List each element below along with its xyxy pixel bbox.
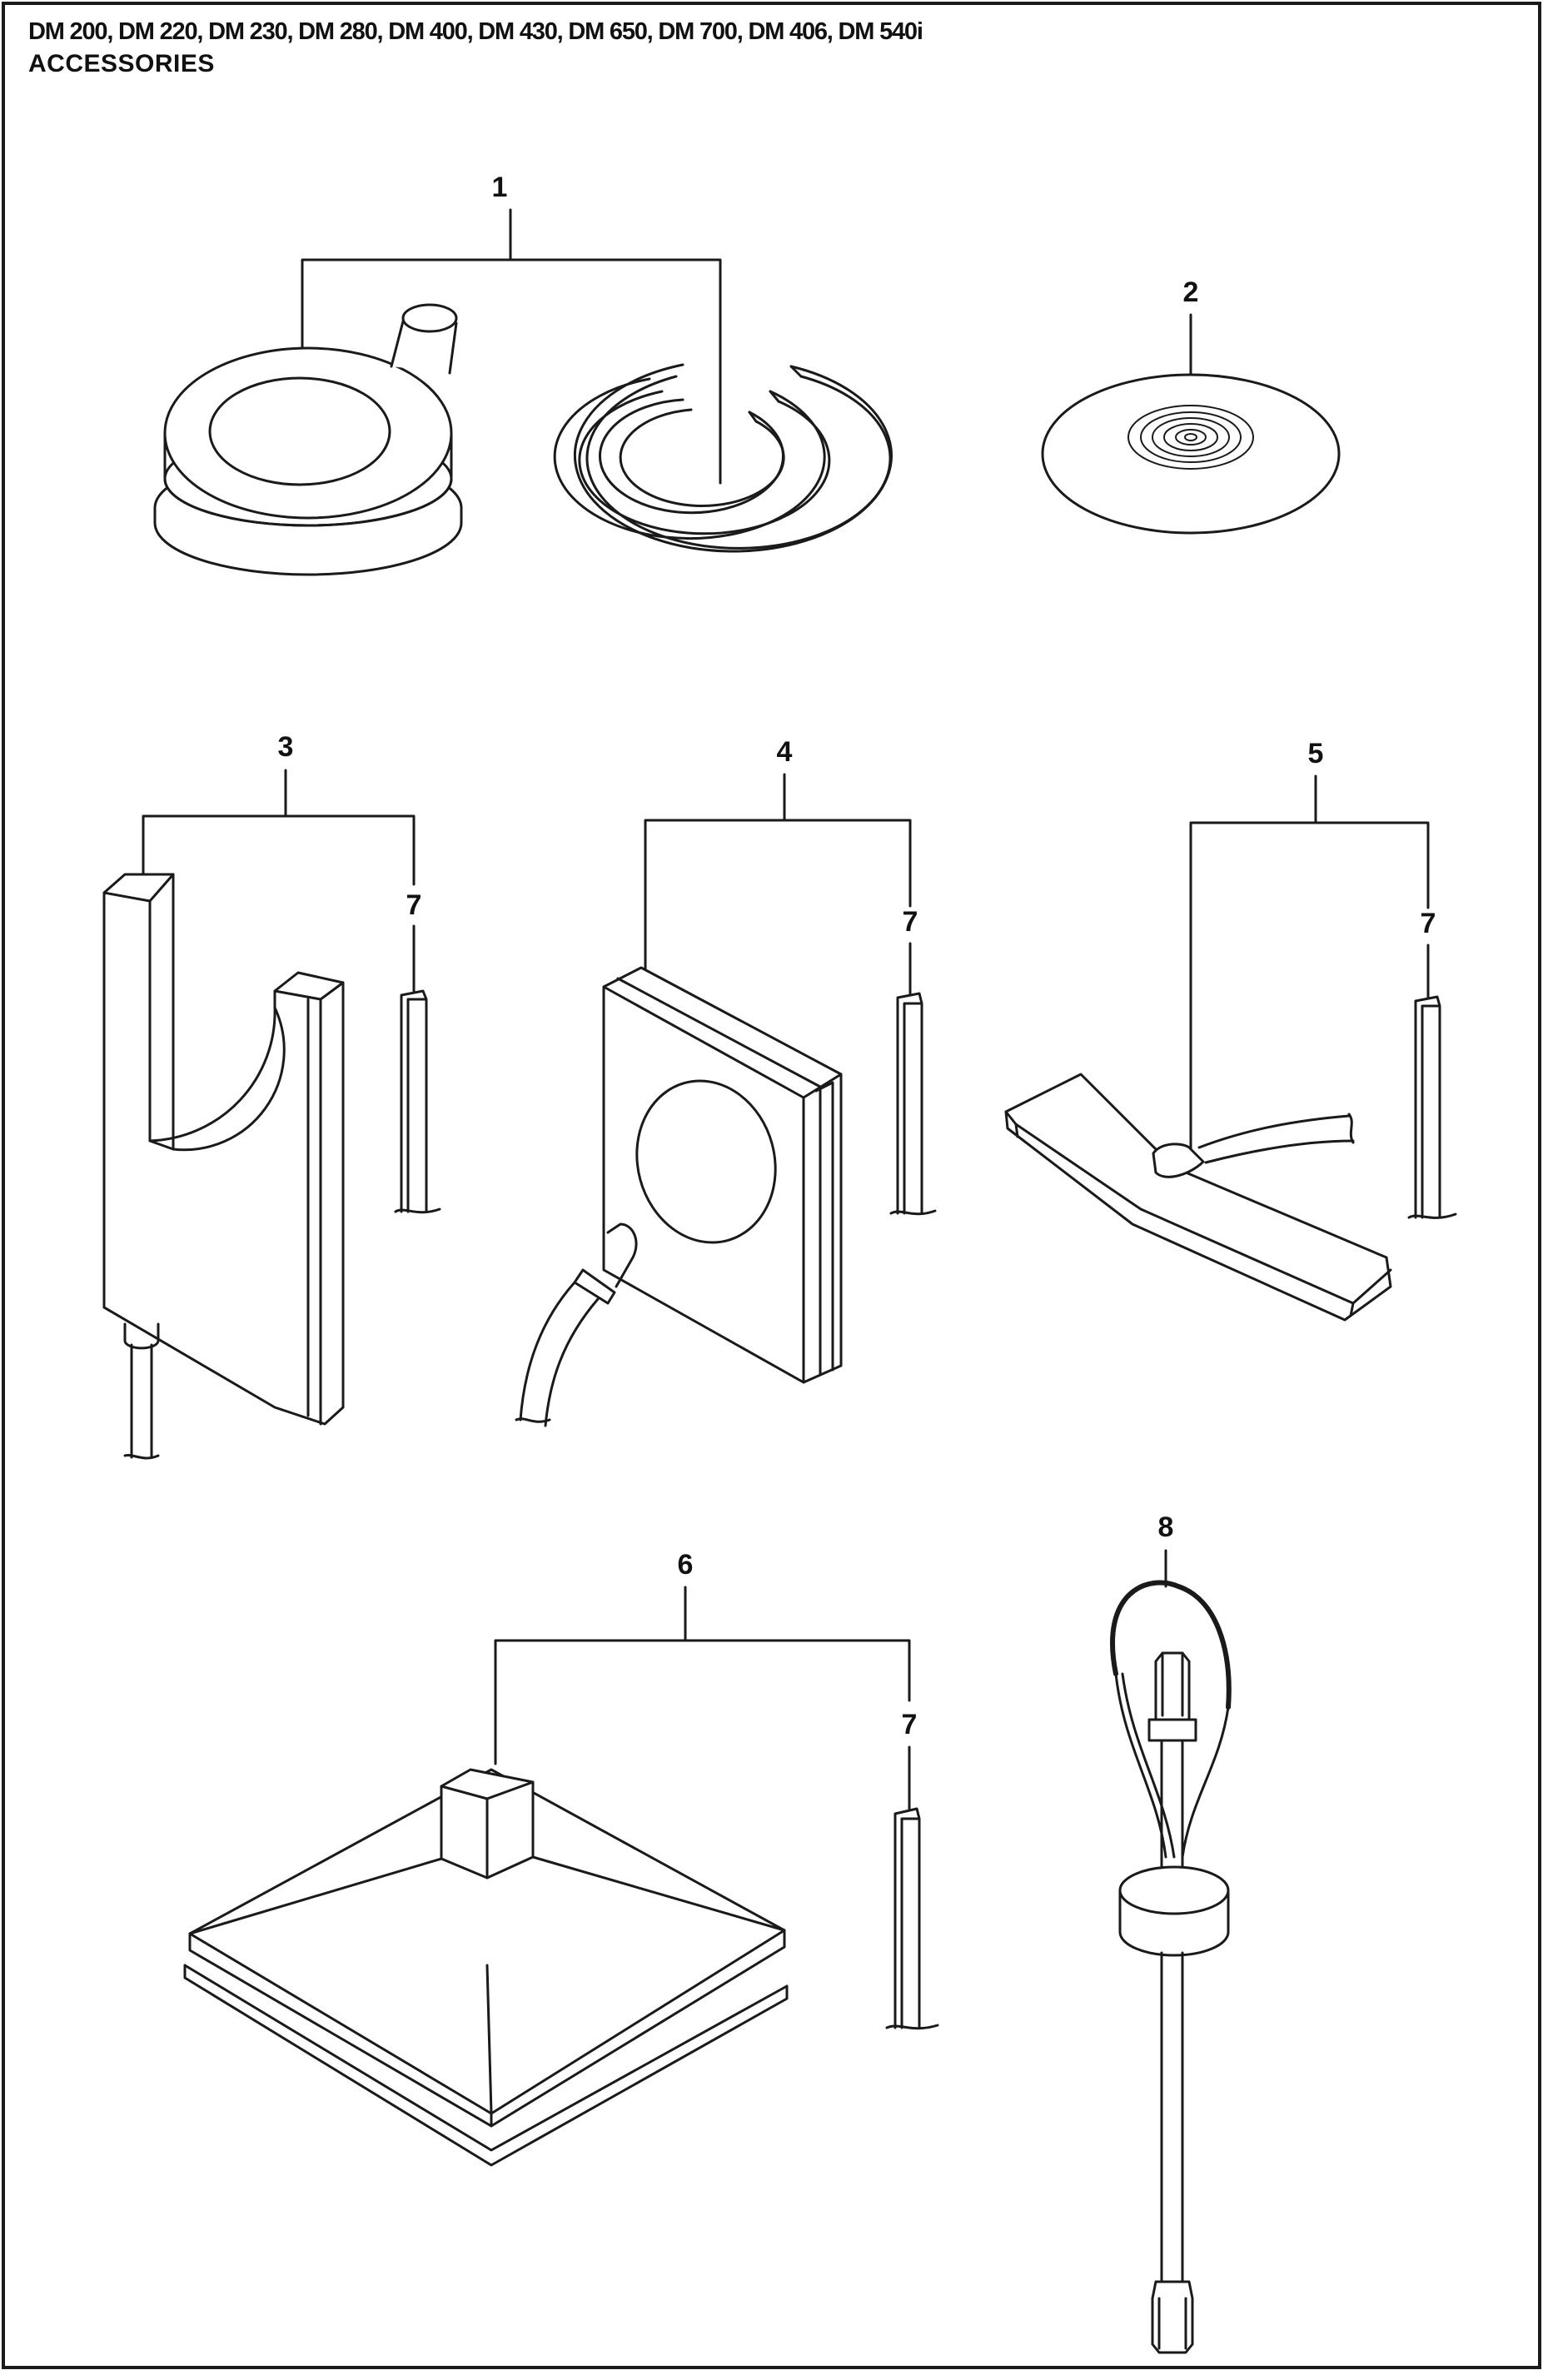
suction-ring: [153, 303, 463, 576]
part-2-group: 2: [1041, 276, 1341, 535]
part-4-group: 4 7: [515, 736, 937, 1427]
strip-7-a: [394, 989, 441, 1214]
callout-1: 1: [492, 172, 508, 203]
callout-7-a: 7: [406, 889, 422, 921]
leader-line-3: [142, 769, 416, 886]
model-list: DM 200, DM 220, DM 230, DM 280, DM 400, …: [28, 18, 923, 45]
leader-line-6: [494, 1586, 911, 1765]
part-1-group: 1: [153, 172, 893, 576]
callout-2: 2: [1183, 276, 1199, 308]
v-pad: [1004, 1073, 1392, 1322]
disc: [1041, 373, 1341, 535]
strip-7-d: [885, 1807, 939, 2030]
page-header: DM 200, DM 220, DM 230, DM 280, DM 400, …: [28, 15, 923, 80]
square-pad: [515, 966, 843, 1427]
spiral-gasket: [553, 363, 893, 553]
part-6-group: 6 7: [183, 1549, 939, 2167]
callout-3: 3: [278, 731, 294, 763]
part-8-group: 8: [1110, 1511, 1232, 2354]
strip-7-c: [1407, 995, 1457, 1219]
leader-line-1: [301, 208, 722, 485]
callout-7-b: 7: [903, 906, 918, 938]
leader-line-4: [644, 773, 912, 976]
part-5-group: 5 7: [1004, 738, 1457, 1322]
leader-line-5: [1189, 774, 1430, 1155]
callout-8: 8: [1158, 1511, 1174, 1543]
square-base: [183, 1768, 789, 2167]
callout-6: 6: [678, 1549, 694, 1581]
callout-7-d: 7: [902, 1709, 918, 1740]
callout-5: 5: [1308, 738, 1324, 769]
section-title: ACCESSORIES: [28, 50, 215, 77]
u-pad: [102, 873, 345, 1460]
anchor-spike: [1110, 1580, 1232, 2354]
part-3-group: 3 7: [102, 731, 441, 1460]
strip-7-b: [889, 992, 937, 1216]
callout-7-c: 7: [1421, 908, 1436, 939]
callout-4: 4: [777, 736, 793, 768]
